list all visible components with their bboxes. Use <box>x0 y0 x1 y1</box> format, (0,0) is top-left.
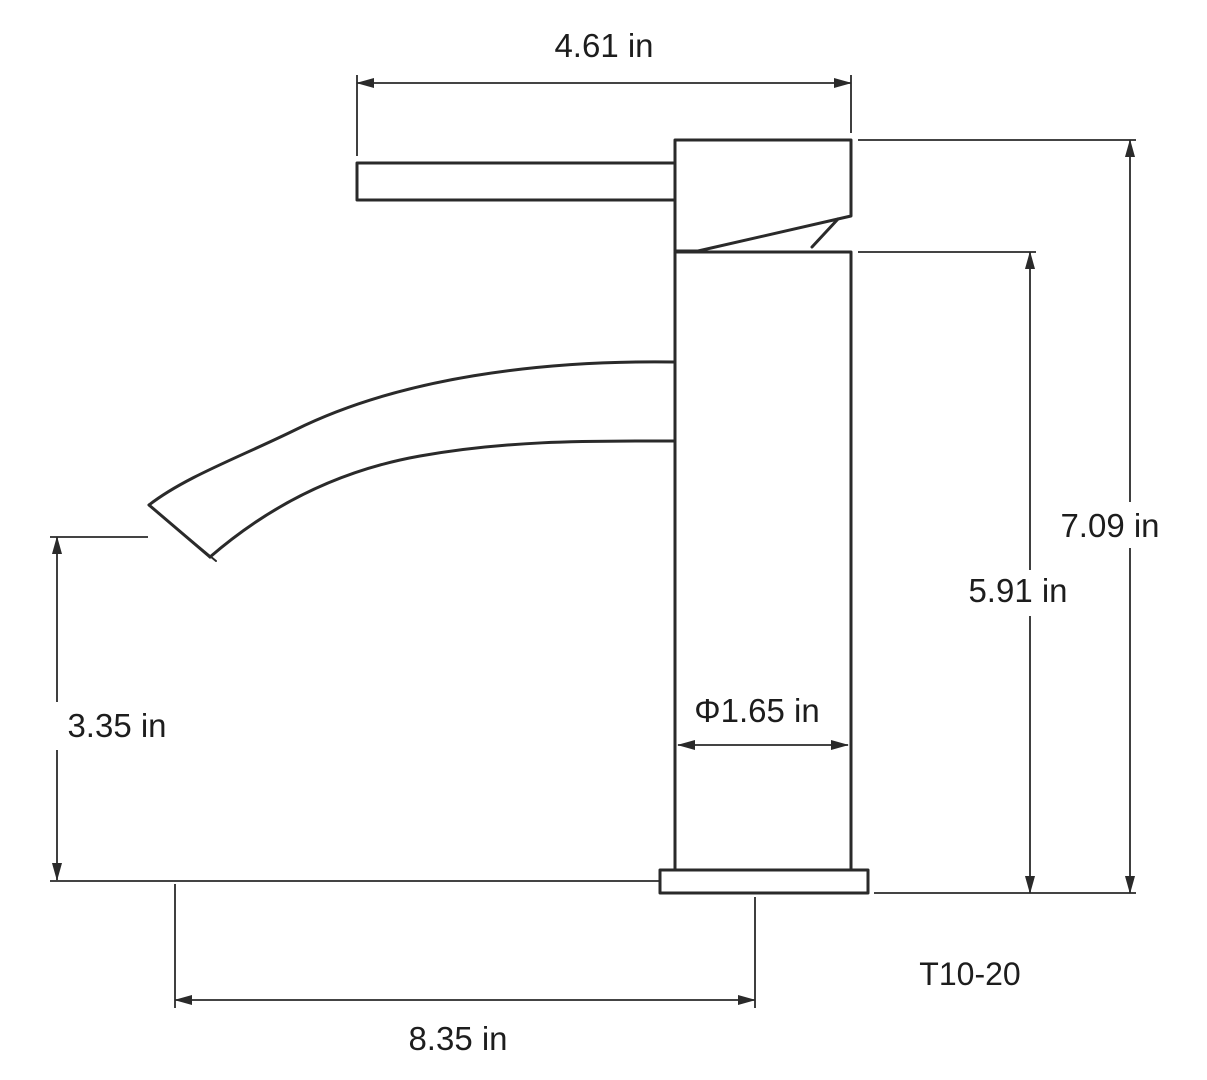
spout-aerator-line <box>157 512 217 562</box>
spout-top-edge <box>147 360 677 507</box>
base-flange <box>658 868 870 895</box>
handle-pivot-line <box>810 217 840 249</box>
dim-label-top-width: 4.61 in <box>554 27 653 64</box>
handle-lever <box>355 161 677 202</box>
faucet-body <box>673 250 853 872</box>
dim-label-projection: 8.35 in <box>408 1020 507 1057</box>
dimension-group: 4.61 in 7.09 in 5.91 in 3.35 in Φ1.65 in… <box>50 27 1160 1057</box>
spout-bottom-edge <box>208 439 677 559</box>
dim-label-body-diameter: Φ1.65 in <box>694 692 819 729</box>
faucet-outline-group <box>147 138 870 895</box>
dim-label-overall-height: 7.09 in <box>1060 507 1159 544</box>
dim-label-body-height: 5.91 in <box>968 572 1067 609</box>
model-number: T10-20 <box>919 956 1020 992</box>
dim-label-spout-height: 3.35 in <box>67 707 166 744</box>
